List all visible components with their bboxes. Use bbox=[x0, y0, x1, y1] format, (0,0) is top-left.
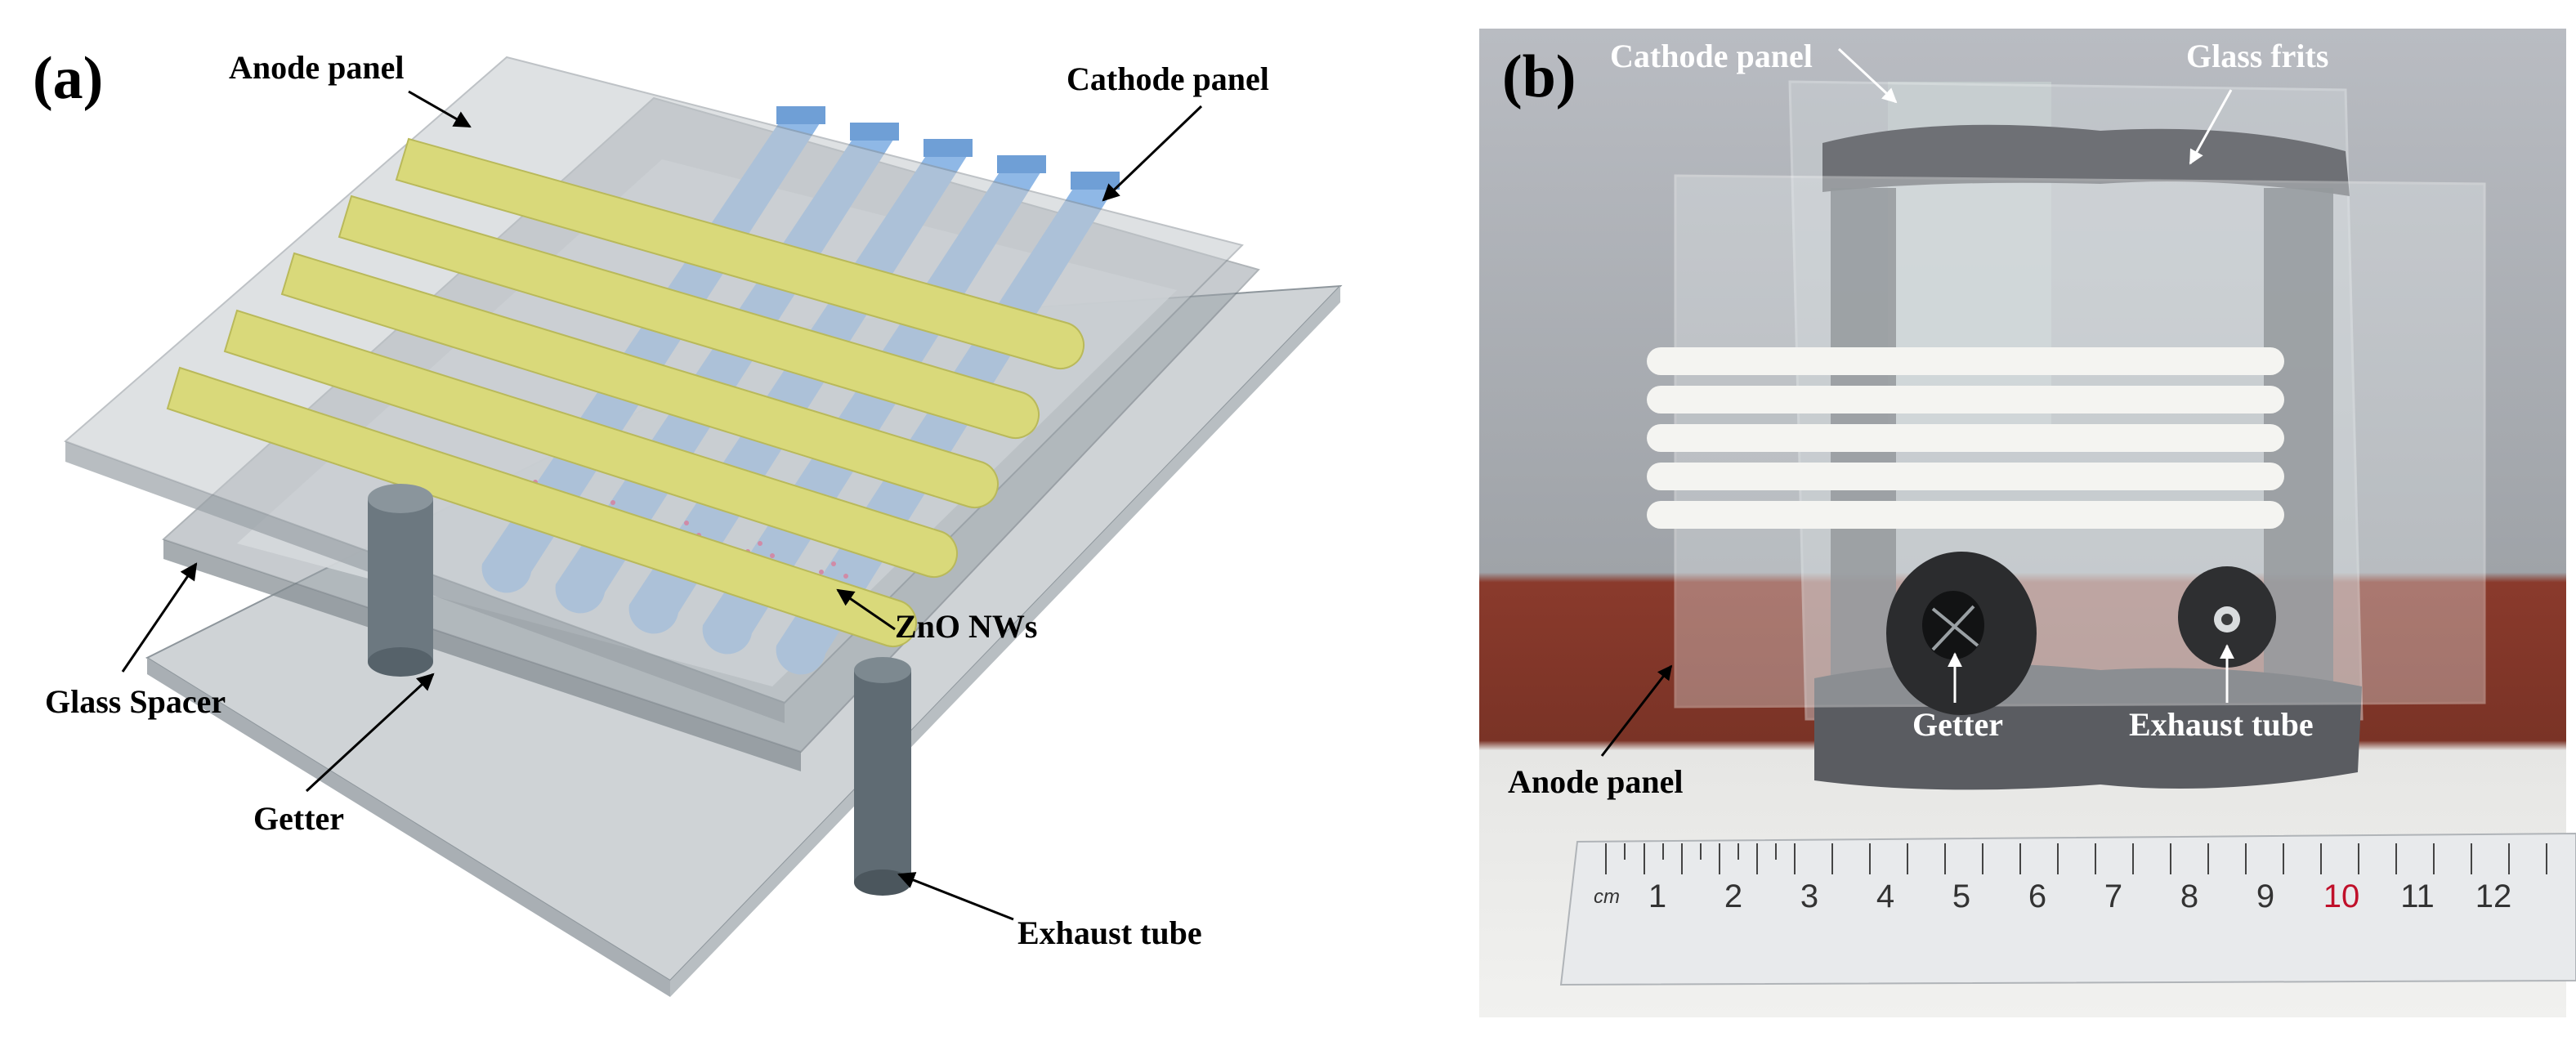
arrow-anode-panel bbox=[408, 90, 472, 128]
ruler-tick-label: 11 bbox=[2400, 878, 2435, 914]
ruler-tick-label: 12 bbox=[2475, 878, 2512, 914]
phosphor-stripe bbox=[1647, 347, 2284, 375]
phosphor-stripe bbox=[1647, 424, 2284, 452]
panel-a-schematic: (a) Anode panel Cathode panel ZnO NWs Gl… bbox=[33, 45, 1343, 997]
phosphor-stripe bbox=[1647, 501, 2284, 529]
panel-a-letter: (a) bbox=[33, 45, 103, 112]
ruler-tick-label: 2 bbox=[1724, 878, 1742, 914]
label-zno-nws: ZnO NWs bbox=[895, 608, 1038, 645]
getter-photo bbox=[1886, 552, 2037, 715]
anode-stripe bbox=[223, 309, 958, 578]
arrow-getter bbox=[305, 673, 435, 793]
arrow-zno-nws bbox=[836, 588, 896, 631]
label-anode-panel-photo: Anode panel bbox=[1508, 763, 1684, 800]
exhaust-tube-photo bbox=[2178, 566, 2276, 668]
label-exhaust-tube: Exhaust tube bbox=[1017, 914, 1202, 951]
label-cathode-panel-photo: Cathode panel bbox=[1610, 38, 1813, 74]
ruler-tick-label: 4 bbox=[1876, 878, 1894, 914]
getter-tube bbox=[368, 484, 433, 677]
label-cathode-panel: Cathode panel bbox=[1067, 60, 1269, 97]
phosphor-stripe bbox=[1647, 463, 2284, 490]
label-exhaust-tube-photo: Exhaust tube bbox=[2129, 706, 2314, 743]
anode-stripes bbox=[166, 137, 1085, 647]
ruler-tick-label: 8 bbox=[2180, 878, 2198, 914]
ruler-tick-label: 6 bbox=[2028, 878, 2046, 914]
glass-frit-frame bbox=[1814, 124, 2362, 790]
anode-stripe bbox=[395, 137, 1085, 369]
arrow-exhaust-tube bbox=[897, 872, 1014, 921]
label-getter-photo: Getter bbox=[1912, 706, 2003, 743]
exhaust-tube bbox=[854, 657, 911, 896]
ruler-tick-label: 5 bbox=[1952, 878, 1970, 914]
ruler-tick-label: 1 bbox=[1648, 878, 1666, 914]
label-glass-frits: Glass frits bbox=[2186, 38, 2328, 74]
phosphor-stripes bbox=[1647, 347, 2284, 529]
arrow-cathode-panel bbox=[1102, 105, 1203, 202]
ruler-unit: cm bbox=[1594, 886, 1620, 908]
label-glass-spacer: Glass Spacer bbox=[45, 683, 226, 720]
panel-b-letter: (b) bbox=[1502, 43, 1576, 110]
ruler-tick-marks bbox=[1605, 843, 2547, 874]
anode-stripe bbox=[280, 252, 999, 508]
arrow-glass-spacer bbox=[121, 562, 198, 673]
label-getter: Getter bbox=[253, 800, 344, 837]
ruler-tick-label: 9 bbox=[2256, 878, 2274, 914]
ruler-tick-label: 10 bbox=[2323, 878, 2360, 914]
label-anode-panel: Anode panel bbox=[229, 49, 405, 86]
ruler-tick-label: 3 bbox=[1800, 878, 1818, 914]
arrow-anode-panel-photo bbox=[1600, 664, 1673, 757]
schematic-drawing: (a) Anode panel Cathode panel ZnO NWs Gl… bbox=[33, 45, 1343, 997]
phosphor-stripe bbox=[1647, 386, 2284, 413]
arrow-glass-frits bbox=[2189, 89, 2233, 165]
ruler-tick-label: 7 bbox=[2104, 878, 2122, 914]
anode-stripe bbox=[166, 366, 917, 647]
arrow-cathode-panel-photo bbox=[1837, 47, 1898, 104]
anode-stripe bbox=[338, 194, 1040, 439]
